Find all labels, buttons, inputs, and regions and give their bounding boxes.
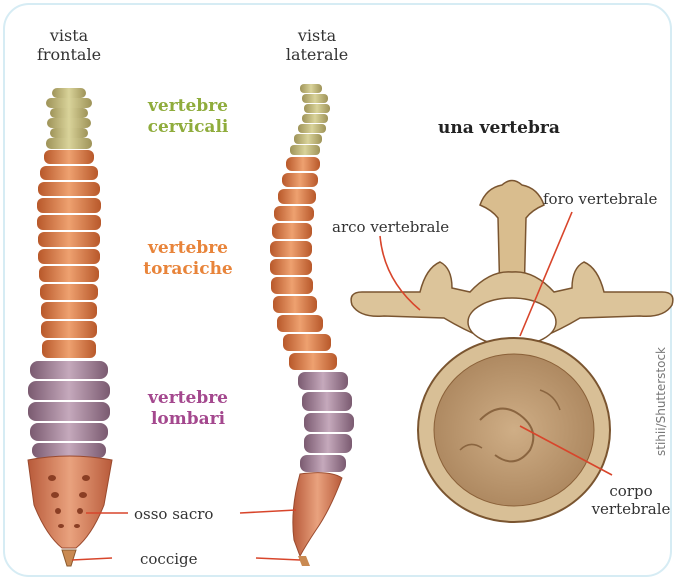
frontal-lumbar [28,361,110,458]
image-credit: stihii/Shutterstock [654,347,668,456]
frontal-view-label: vista frontale [14,26,124,64]
cervical-label: vertebre cervicali [128,96,248,138]
coccyx-pointer-lateral [256,558,300,560]
spine-lateral [270,80,354,566]
lateral-coccyx [298,556,310,566]
sacrum-pointer-lateral [240,510,296,513]
frontal-coccyx [62,550,76,566]
vertebra-title: una vertebra [438,118,560,138]
frontal-sacrum [28,456,112,548]
lateral-sacrum [293,473,342,556]
foramen-label: foro vertebrale [543,190,657,208]
lateral-lumbar [298,372,354,472]
body-label: corpo vertebrale [586,482,676,518]
frontal-thoracic [37,150,101,358]
lateral-thoracic [270,157,337,370]
thoracic-label: vertebre toraciche [128,238,248,280]
sacrum-label: osso sacro [134,505,213,523]
lumbar-label: vertebre lombari [128,388,248,430]
arch-label: arco vertebrale [332,218,449,236]
frontal-cervical [46,88,92,149]
lateral-view-label: vista laterale [262,26,372,64]
lateral-cervical [290,84,330,155]
spine-frontal [28,88,112,566]
coccyx-pointer [72,558,112,560]
coccyx-label: coccige [140,550,198,568]
